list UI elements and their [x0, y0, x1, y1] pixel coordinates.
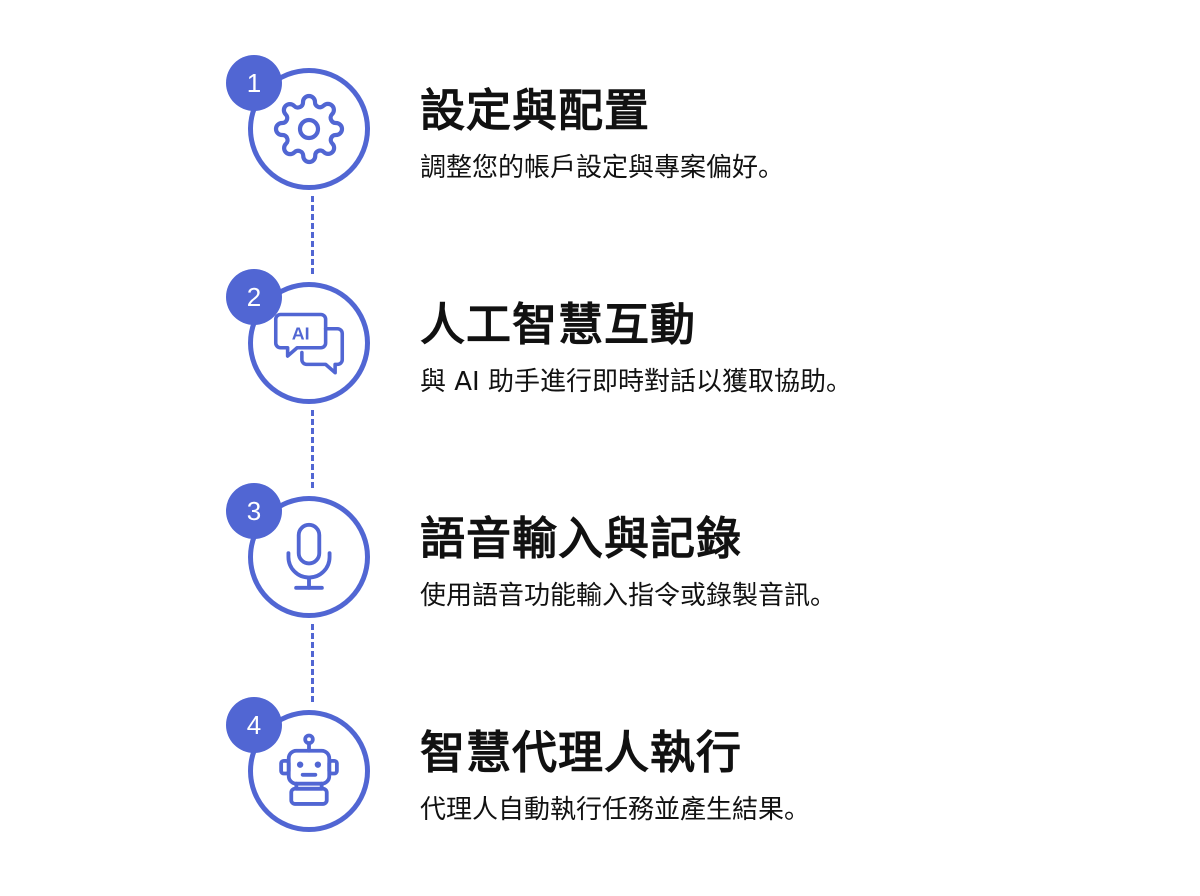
- step-number-badge: 4: [226, 697, 282, 753]
- step-title: 語音輸入與記錄: [420, 512, 743, 565]
- gear-icon: [273, 93, 345, 165]
- connector-line: [311, 196, 314, 274]
- connector-line: [311, 410, 314, 488]
- microphone-icon: [286, 522, 332, 590]
- step-title: 智慧代理人執行: [420, 726, 743, 779]
- svg-text:AI: AI: [292, 323, 310, 343]
- step-title: 設定與配置: [420, 84, 651, 137]
- step-description: 與 AI 助手進行即時對話以獲取協助。: [420, 367, 852, 397]
- step-number-badge: 3: [226, 483, 282, 539]
- step-description: 使用語音功能輸入指令或錄製音訊。: [420, 581, 837, 611]
- step-title: 人工智慧互動: [420, 298, 697, 351]
- step-1-icon-circle: [248, 68, 370, 190]
- step-description: 代理人自動執行任務並產生結果。: [420, 795, 811, 825]
- step-description: 調整您的帳戶設定與專案偏好。: [420, 153, 785, 183]
- connector-line: [311, 624, 314, 702]
- robot-icon: [279, 733, 339, 806]
- step-number-badge: 1: [226, 55, 282, 111]
- step-number-badge: 2: [226, 269, 282, 325]
- ai-chat-icon: AI: [273, 312, 345, 375]
- step-2-icon-circle: AI: [248, 282, 370, 404]
